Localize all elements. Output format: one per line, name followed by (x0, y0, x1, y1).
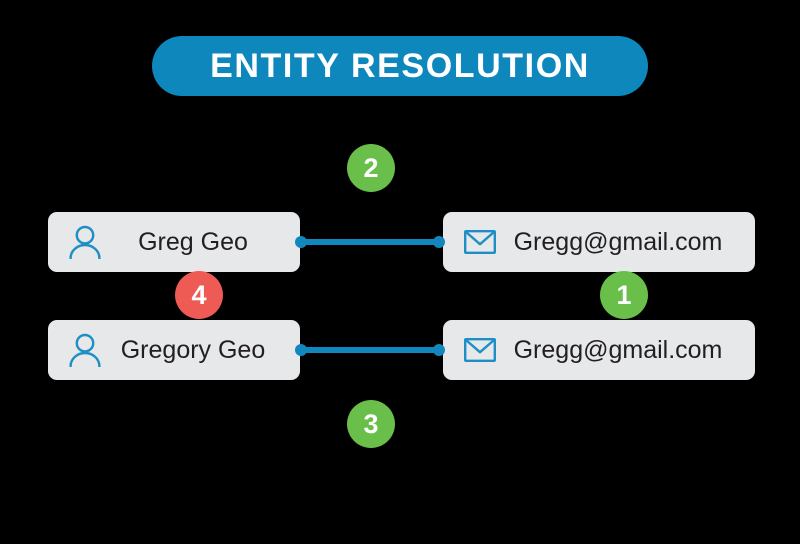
envelope-icon (464, 337, 497, 363)
connector-dot-right (433, 344, 445, 356)
connector-dot-left (295, 236, 307, 248)
entity-name-box-1[interactable]: Greg Geo (48, 212, 300, 272)
badge-label: 4 (191, 279, 207, 310)
connector-dot-right (433, 236, 445, 248)
badge-4[interactable]: 4 (175, 271, 223, 319)
badge-label: 3 (363, 408, 379, 439)
entity-name-label-2: Gregory Geo (120, 335, 266, 364)
badge-1[interactable]: 1 (600, 271, 648, 319)
person-icon (69, 225, 101, 259)
badge-3[interactable]: 3 (347, 400, 395, 448)
page-title: ENTITY RESOLUTION (210, 47, 590, 85)
connector-dot-left (295, 344, 307, 356)
person-icon (69, 333, 101, 367)
title-pill: ENTITY RESOLUTION (152, 36, 648, 96)
badge-label: 1 (616, 279, 632, 310)
connector-line-row2 (295, 344, 445, 356)
badge-label: 2 (363, 152, 379, 183)
entity-email-box-2[interactable]: Gregg@gmail.com (443, 320, 755, 380)
entity-name-label-1: Greg Geo (138, 227, 248, 256)
entity-name-box-2[interactable]: Gregory Geo (48, 320, 300, 380)
entity-email-box-1[interactable]: Gregg@gmail.com (443, 212, 755, 272)
connector-line-row1 (295, 236, 445, 248)
entity-email-label-2: Gregg@gmail.com (513, 335, 723, 364)
badge-2[interactable]: 2 (347, 144, 395, 192)
envelope-icon (464, 229, 497, 255)
entity-email-label-1: Gregg@gmail.com (513, 227, 723, 256)
